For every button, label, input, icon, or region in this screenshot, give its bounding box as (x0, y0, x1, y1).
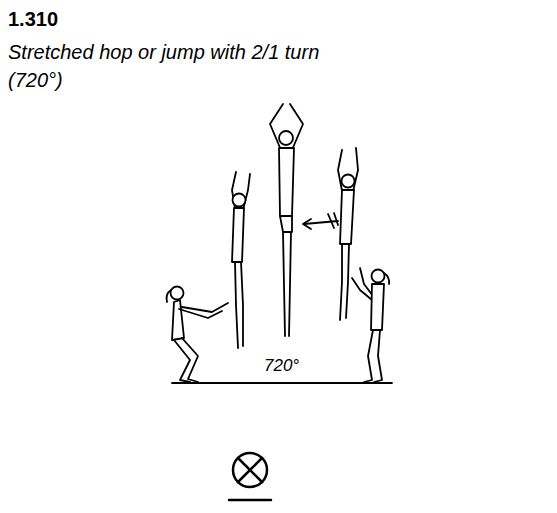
ground-line (172, 382, 392, 384)
turn-arrowhead (303, 219, 311, 229)
element-symbol (229, 453, 271, 500)
gymnast-figure (352, 268, 389, 382)
gymnast-figure (338, 148, 358, 320)
gymnast-figure (167, 287, 229, 383)
element-number: 1.310 (8, 8, 58, 31)
gymnast-figure (270, 104, 338, 336)
turn-degrees: 720° (262, 356, 301, 376)
gymnast-figure (232, 172, 250, 348)
element-description: Stretched hop or jump with 2/1 turn (720… (8, 38, 368, 94)
turn-mark (328, 213, 338, 228)
